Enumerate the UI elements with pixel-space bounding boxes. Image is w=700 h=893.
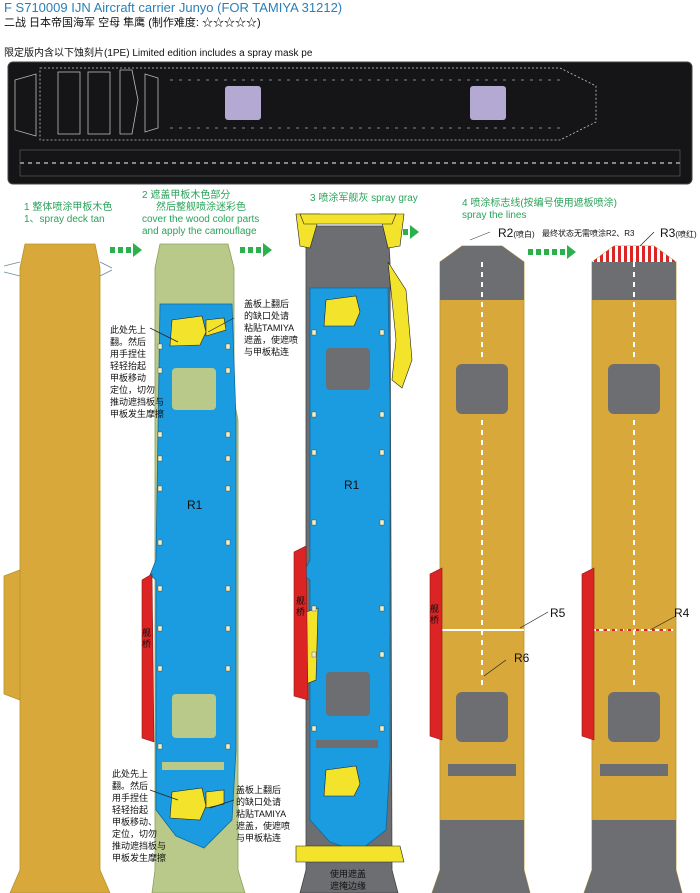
step-3-label: 3 喷涂军舰灰 spray gray	[310, 193, 418, 204]
note-line: 的缺口处请	[236, 797, 282, 807]
step-4-cn: 4 喷涂标志线(按编号使用遮板喷涂)	[462, 198, 617, 209]
step-4-en: spray the lines	[462, 210, 527, 221]
step-2-en: cover the wood color parts	[142, 214, 260, 225]
note-line: 粘贴TAMIYA	[244, 323, 295, 333]
note-line: 翻。然后	[110, 337, 147, 347]
note-line: 轻轻抬起	[110, 361, 147, 371]
note-line: 与甲板粘连	[236, 833, 282, 843]
page-title: F S710009 IJN Aircraft carrier Junyo (FO…	[4, 0, 343, 15]
label-r5: R5	[550, 606, 566, 620]
note-line: 推动遮挡板与	[110, 397, 165, 407]
deck-step-4	[429, 231, 531, 893]
note-line: 遮掩边缘	[330, 881, 367, 891]
cover-note-bottom: 盖板上翻后 的缺口处请 粘贴TAMIYA 遮盖，使遮喷 与甲板粘连	[236, 784, 290, 844]
note-line: 甲板移动	[110, 373, 147, 383]
note-line: 推动遮挡板与	[112, 841, 167, 851]
label-r1-step3: R1	[344, 478, 360, 492]
page-subtitle: 二战 日本帝国海军 空母 隼鹰 (制作难度: ☆☆☆☆☆)	[4, 17, 261, 29]
lift-note-bottom: 此处先上 翻。然后 用手捏住 轻轻抬起 甲板移动、 定位，切勿 推动遮挡板与 甲…	[112, 768, 166, 864]
lift-note-top: 此处先上 翻。然后 用手捏住 轻轻抬起 甲板移动 定位，切勿 推动遮挡板与 甲板…	[110, 324, 164, 420]
note-line: 甲板发生摩擦	[110, 409, 165, 419]
pe-sheet	[7, 61, 693, 185]
step-1-label: 1 整体喷涂甲板木色 1、spray deck tan	[24, 202, 112, 226]
r2-text: R2	[498, 226, 514, 240]
note-line: 粘贴TAMIYA	[236, 809, 287, 819]
label-r4: R4	[674, 606, 690, 620]
note-line: 定位，切勿	[110, 385, 156, 395]
deck-step-1	[3, 243, 113, 893]
step-4-label: 4 喷涂标志线(按编号使用遮板喷涂) spray the lines	[462, 198, 617, 222]
label-r6: R6	[514, 651, 530, 665]
final-state-note: 最终状态无需喷涂R2、R3	[542, 229, 635, 238]
edge-mask-note: 使用遮盖 遮掩边缘	[330, 868, 366, 892]
note-line: 遮盖，使遮喷	[236, 821, 291, 831]
r3-text: R3	[660, 226, 676, 240]
note-line: 盖板上翻后	[244, 299, 290, 309]
deck-step-5	[581, 245, 683, 893]
deck-step-3	[293, 213, 413, 893]
r3-note: (喷红)	[675, 230, 697, 239]
note-line: 轻轻抬起	[112, 805, 149, 815]
note-line: 甲板移动、	[112, 817, 158, 827]
note-line: 用手捏住	[112, 793, 149, 803]
note-line: 用手捏住	[110, 349, 147, 359]
note-line: 盖板上翻后	[236, 785, 282, 795]
step-2-en-2: and apply the camouflage	[142, 226, 257, 237]
step-2-cn: 2 遮盖甲板木色部分	[142, 190, 231, 201]
note-line: 的缺口处请	[244, 311, 290, 321]
note-line: 此处先上	[110, 325, 147, 335]
island-label-2: 舰桥	[142, 628, 152, 649]
label-r1-step2: R1	[187, 498, 203, 512]
cover-note-top: 盖板上翻后 的缺口处请 粘贴TAMIYA 遮盖，使遮喷 与甲板粘连	[244, 298, 298, 358]
step-2-cn-2: 然后整舰喷涂迷彩色	[156, 202, 246, 213]
step-1-en: 1、spray deck tan	[24, 214, 105, 225]
note-line: 翻。然后	[112, 781, 149, 791]
r2-note: (喷白)	[513, 230, 535, 239]
note-line: 使用遮盖	[330, 869, 367, 879]
note-line: 与甲板粘连	[244, 347, 290, 357]
note-line: 遮盖，使遮喷	[244, 335, 299, 345]
step-1-cn: 1 整体喷涂甲板木色	[24, 202, 113, 213]
note-line: 甲板发生摩擦	[112, 853, 167, 863]
label-r2: R2(喷白)	[498, 226, 535, 240]
island-label-4: 舰桥	[430, 604, 440, 625]
step-2-label: 2 遮盖甲板木色部分 然后整舰喷涂迷彩色 cover the wood colo…	[142, 190, 259, 238]
deck-step-2	[141, 243, 246, 893]
limited-edition-note: 限定版内含以下蚀刻片(1PE) Limited edition includes…	[4, 48, 313, 59]
island-label-3: 舰桥	[296, 596, 306, 617]
note-line: 定位，切勿	[112, 829, 158, 839]
label-r3: R3(喷红)	[660, 226, 697, 240]
note-line: 此处先上	[112, 769, 149, 779]
